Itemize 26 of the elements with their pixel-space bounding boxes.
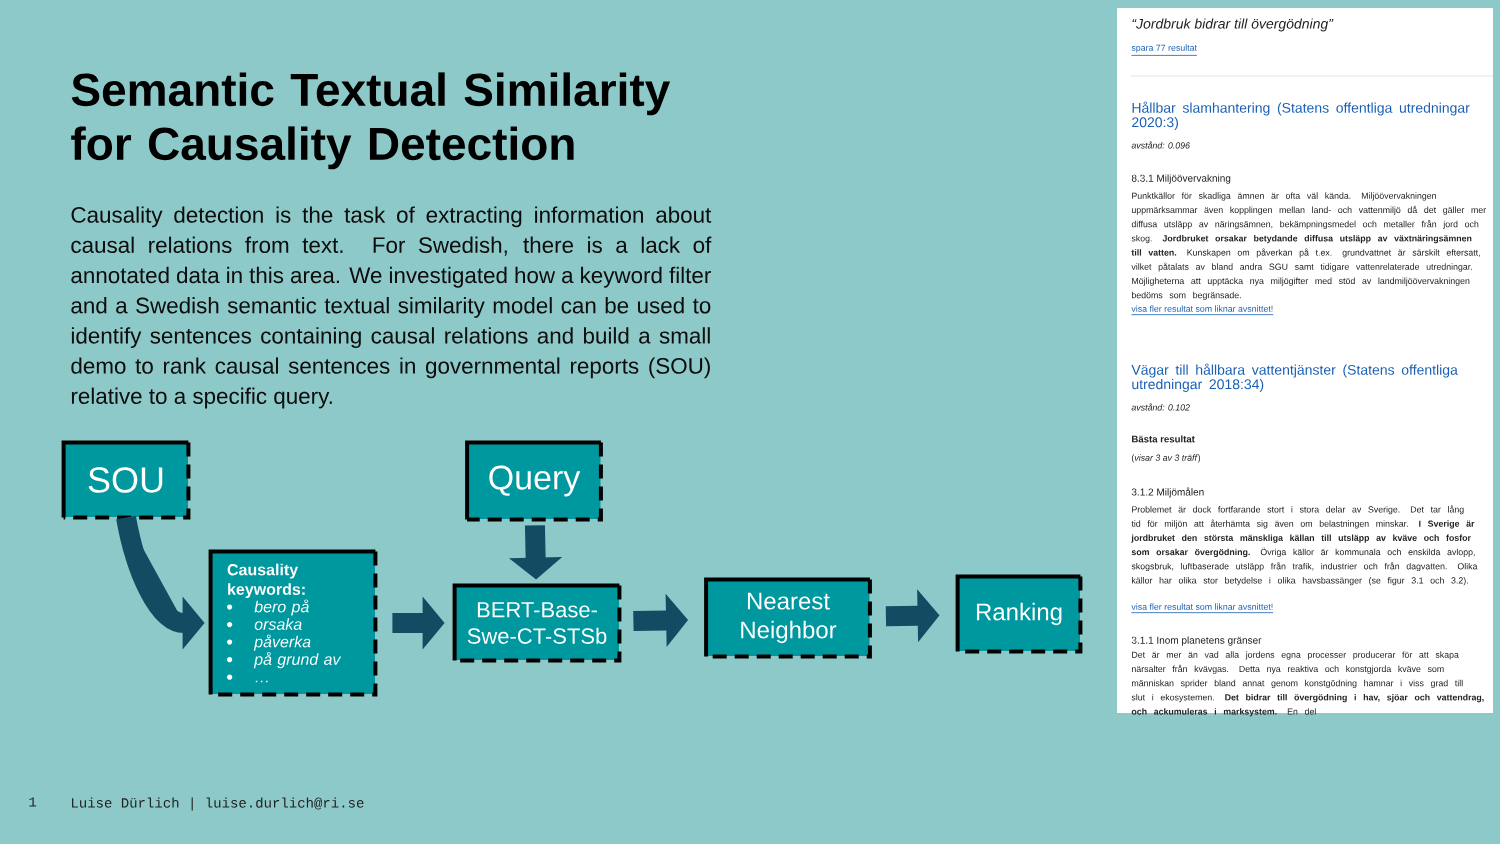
result-paragraph: Problemet är dock fortfarande stort i stora delar av Sverige. Det tar lång tid för miljön att återhämta sig även om belastningen minskar. I Sverige är jordbruket den största mänskliga källan till utsläpp av kväve och fosfor som orsakar övergödning. Övriga källor är kommunala och enskilda avlopp, skogsbruk, luftbaserade utsläpp från trafik, industrier och från dagvatten. Olika källor har olika stor betydelse i olika havsbassänger (se figur 3.1 och 3.2). [1131, 505, 1478, 586]
result-paragraph: Punktkällor för skadliga ämnen är ofta väl kända. Miljöövervakningen uppmärksammar även kopplingen mellan land- och vattenmiljö då det gäller mer diffusa utsläpp av näringsämnen, bekämpningsmedel och metaller från jord och skog. Jordbruket orsakar betydande diffusa utsläpp av växtnäringsämnen till vatten. Kunskapen om påverkan på t.ex. grundvattnet är särskilt eftersatt, vilket påtalats av bland andra SGU samt tidigare vattenrelaterade utredningar. Möjligheterna att upptäcka nya miljögifter med stöd av landmiljöövervakningen bedöms som begränsade. [1131, 192, 1486, 300]
slide-title: Semantic Textual Similarity for Causality Detection [71, 72, 671, 170]
section-heading: 3.1.2 Miljömålen [1131, 487, 1204, 498]
section-heading: 8.3.1 Miljöövervakning [1131, 174, 1231, 184]
link: visa fler resultat som liknar avsnittet! [1131, 305, 1274, 316]
process-box: Query [465, 440, 603, 522]
link: visa fler resultat som liknar avsnittet! [1131, 603, 1274, 614]
result-heading: Bästa resultat [1132, 435, 1195, 443]
hit-count: (visar 3 av 3 träff) [1131, 454, 1201, 463]
search-query: “Jordbruk bidrar till övergödning” [1132, 18, 1334, 32]
section-heading: 3.1.1 Inom planetens gränser [1131, 636, 1262, 646]
result-paragraph: Det är mer än vad alla jordens egna processer producerar för att skapa närsalter från kvävgas. Detta nya reaktiva och konstgjorda kväve som människan sprider bland annat genom konstgödning hamnar i viss grad till slut i ekosystemen. Det bidrar till övergödning i hav, sjöar och vattendrag, och ackumuleras i marksystem. En del [1131, 651, 1484, 717]
distance-value: avstånd: 0.096 [1131, 141, 1190, 149]
process-box: Ranking [955, 574, 1083, 654]
result-title: Hållbar slamhantering (Statens offentliga utredningar 2020:3) [1132, 101, 1470, 130]
process-box: Nearest Neighbor [704, 577, 872, 659]
keyword-box: Causality keywords: bero på orsaka påverka på grund av … [208, 549, 378, 697]
body-text: Causality detection is the task of extracting information about causal relations from text. For Swedish, there is a lack of annotated data in this area. We investigated how a keyword filter and a Swedish semantic textual similarity model can be used to identify sentences containing causal relations and build a small demo to rank causal sentences in governmental reports (SOU) relative to a specific query. [71, 206, 712, 409]
result-title: Vägar till hållbara vattentjänster (Statens offentliga utredningar 2018:34) [1131, 363, 1458, 392]
process-box: SOU [61, 440, 191, 520]
distance-value: avstånd: 0.102 [1131, 403, 1190, 411]
process-box: BERT-Base-Swe-CT-STSb [452, 583, 622, 663]
link: spara 77 resultat [1131, 44, 1198, 56]
author-line: Luise Dürlich | luise.durlich@ri.se [72, 797, 364, 811]
page-number: 1 [29, 797, 37, 807]
